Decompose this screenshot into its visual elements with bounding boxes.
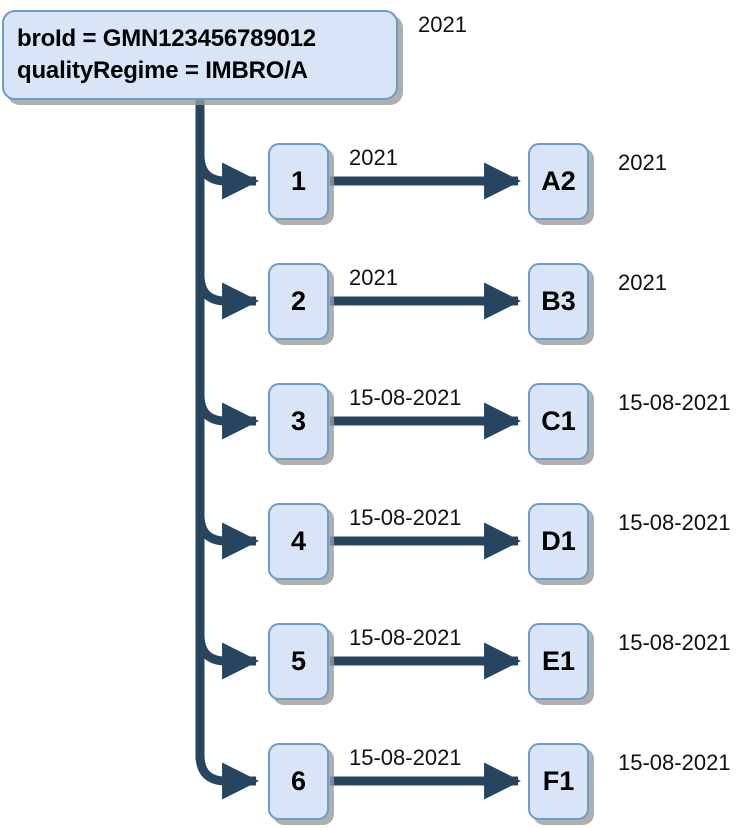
tail-label-3: 15-08-2021 xyxy=(618,390,731,415)
edge-label-5: 15-08-2021 xyxy=(349,625,462,650)
source-node-6[interactable]: 6 xyxy=(268,743,329,820)
tail-label-6: 15-08-2021 xyxy=(618,750,731,775)
target-node-f1[interactable]: F1 xyxy=(528,743,589,820)
branch-connector-3 xyxy=(195,394,259,440)
tail-label-4: 15-08-2021 xyxy=(618,510,731,535)
target-node-d1[interactable]: D1 xyxy=(528,503,589,580)
tail-label-2: 2021 xyxy=(618,270,667,295)
source-node-2[interactable]: 2 xyxy=(268,263,329,340)
source-node-1[interactable]: 1 xyxy=(268,143,329,220)
branch-connector-5 xyxy=(195,634,259,680)
branch-connector-2 xyxy=(195,274,259,320)
branch-connector-1 xyxy=(195,154,259,200)
branch-connector-6 xyxy=(195,754,259,800)
target-node-c1[interactable]: C1 xyxy=(528,383,589,460)
root-node[interactable]: broId = GMN123456789012 qualityRegime = … xyxy=(2,10,398,100)
tail-label-1: 2021 xyxy=(618,150,667,175)
edge-label-4: 15-08-2021 xyxy=(349,505,462,530)
root-tail-label: 2021 xyxy=(418,12,467,37)
edge-label-2: 2021 xyxy=(349,265,398,290)
root-node-line-broid: broId = GMN123456789012 xyxy=(17,25,316,52)
edge-label-6: 15-08-2021 xyxy=(349,745,462,770)
root-node-line-qualityregime: qualityRegime = IMBRO/A xyxy=(17,57,308,84)
target-node-a2[interactable]: A2 xyxy=(528,143,589,220)
source-node-3[interactable]: 3 xyxy=(268,383,329,460)
branch-connector-4 xyxy=(195,514,259,560)
tail-label-5: 15-08-2021 xyxy=(618,630,731,655)
source-node-5[interactable]: 5 xyxy=(268,623,329,700)
source-node-4[interactable]: 4 xyxy=(268,503,329,580)
target-node-b3[interactable]: B3 xyxy=(528,263,589,340)
edge-label-3: 15-08-2021 xyxy=(349,385,462,410)
target-node-e1[interactable]: E1 xyxy=(528,623,589,700)
edge-label-1: 2021 xyxy=(349,145,398,170)
